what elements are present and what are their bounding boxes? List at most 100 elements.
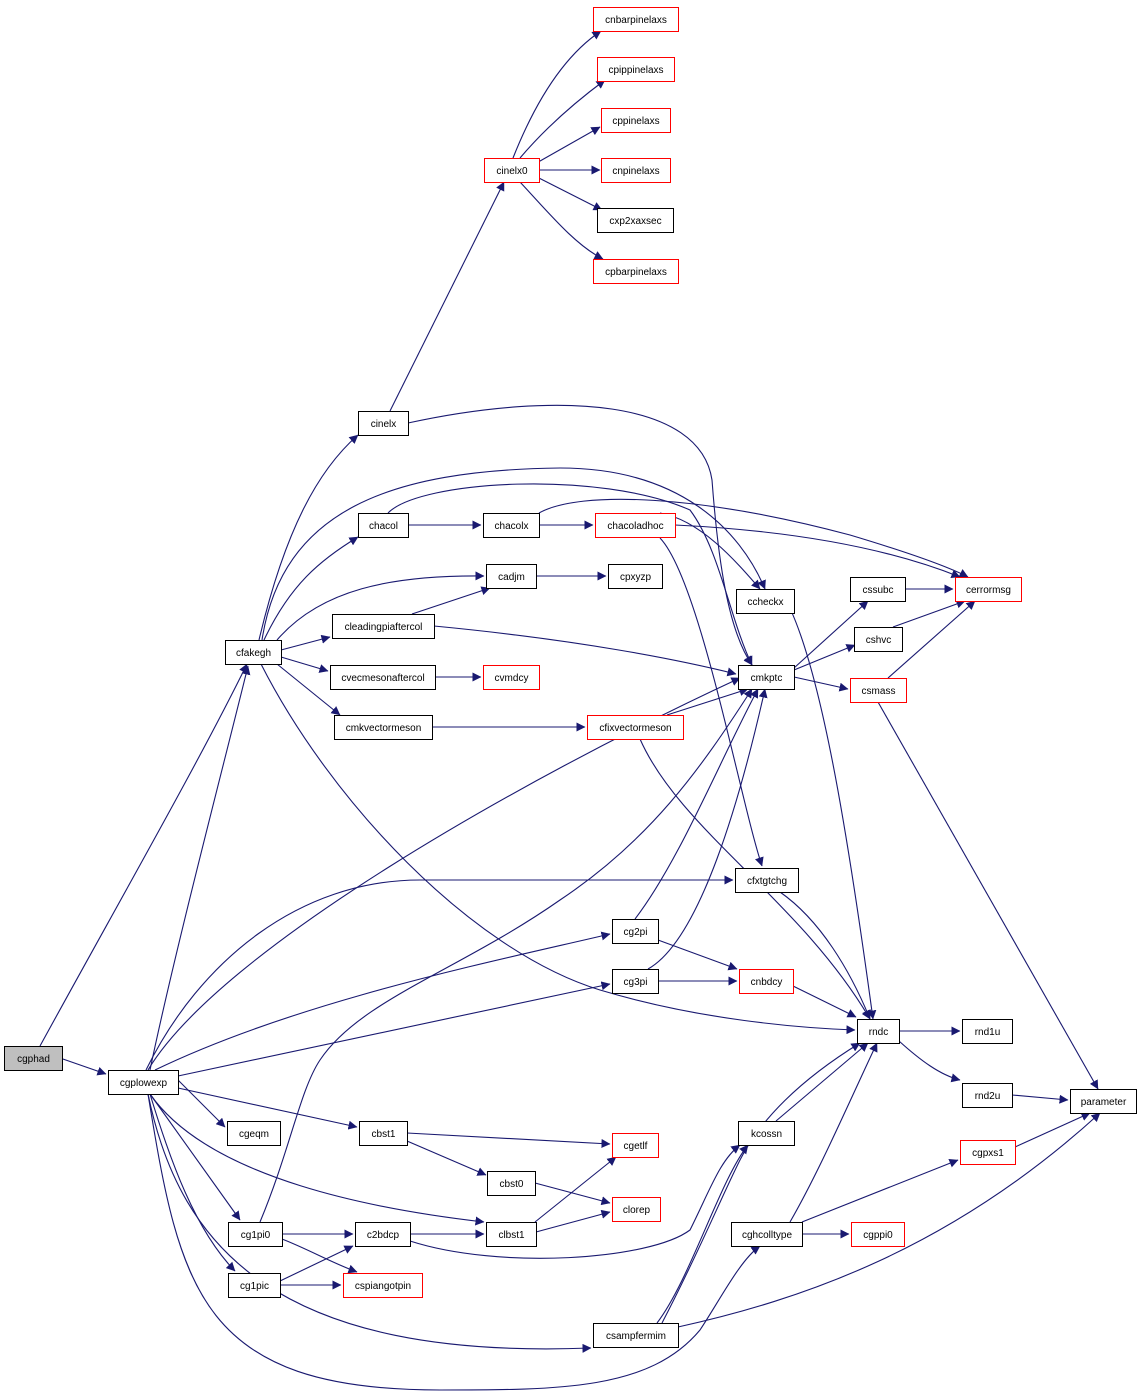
node-cbst1[interactable]: cbst1 [359,1121,408,1146]
node-cinelx[interactable]: cinelx [358,411,409,436]
node-box[interactable] [612,1133,659,1158]
node-cgeqm[interactable]: cgeqm [227,1121,281,1146]
node-box[interactable] [857,1019,900,1044]
node-box[interactable] [486,564,537,589]
node-box[interactable] [225,640,282,665]
node-box[interactable] [601,108,671,133]
node-cg1pi0[interactable]: cg1pi0 [228,1222,283,1247]
node-ccheckx[interactable]: ccheckx [736,589,795,614]
node-box[interactable] [593,1323,679,1348]
node-rnd2u[interactable]: rnd2u [962,1083,1013,1108]
node-cfixvectormeson[interactable]: cfixvectormeson [587,715,684,740]
node-box[interactable] [334,715,433,740]
node-cxp2xaxsec[interactable]: cxp2xaxsec [597,208,674,233]
node-box[interactable] [955,577,1022,602]
node-cleadingpiaftercol[interactable]: cleadingpiaftercol [332,614,435,639]
node-box[interactable] [731,1222,803,1247]
node-box[interactable] [595,513,676,538]
node-cfxtgtchg[interactable]: cfxtgtchg [735,868,799,893]
node-box[interactable] [739,969,794,994]
node-parameter[interactable]: parameter [1070,1089,1137,1114]
node-csampfermim[interactable]: csampfermim [593,1323,679,1348]
node-clbst1[interactable]: clbst1 [486,1222,537,1247]
node-cpbarpinelaxs[interactable]: cpbarpinelaxs [593,259,679,284]
node-box[interactable] [228,1273,281,1298]
node-box[interactable] [735,868,799,893]
node-box[interactable] [343,1273,423,1298]
node-box[interactable] [850,577,906,602]
node-box[interactable] [962,1083,1013,1108]
node-cerrormsg[interactable]: cerrormsg [955,577,1022,602]
node-cnbdcy[interactable]: cnbdcy [739,969,794,994]
node-box[interactable] [228,1222,283,1247]
node-csmass[interactable]: csmass [850,678,907,703]
node-cppinelaxs[interactable]: cppinelaxs [601,108,671,133]
node-rndc[interactable]: rndc [857,1019,900,1044]
node-cvecmesonaftercol[interactable]: cvecmesonaftercol [330,665,436,690]
node-box[interactable] [4,1046,63,1071]
node-cnbarpinelaxs[interactable]: cnbarpinelaxs [593,7,679,32]
node-cshvc[interactable]: cshvc [854,627,903,652]
node-box[interactable] [608,564,663,589]
node-cbst0[interactable]: cbst0 [487,1171,536,1196]
node-chacol[interactable]: chacol [358,513,409,538]
node-box[interactable] [601,158,671,183]
node-box[interactable] [612,1197,661,1222]
node-box[interactable] [358,513,409,538]
node-cg2pi[interactable]: cg2pi [612,919,659,944]
node-box[interactable] [593,7,679,32]
node-box[interactable] [593,259,679,284]
node-cgppi0[interactable]: cgppi0 [851,1222,905,1247]
node-cfakegh[interactable]: cfakegh [225,640,282,665]
node-kcossn[interactable]: kcossn [738,1121,795,1146]
node-box[interactable] [962,1019,1013,1044]
node-box[interactable] [612,969,659,994]
node-cssubc[interactable]: cssubc [850,577,906,602]
node-box[interactable] [738,665,795,690]
node-box[interactable] [358,411,409,436]
node-box[interactable] [332,614,435,639]
node-cgpxs1[interactable]: cgpxs1 [960,1140,1016,1165]
node-box[interactable] [851,1222,905,1247]
node-cpippinelaxs[interactable]: cpippinelaxs [597,57,675,82]
node-box[interactable] [736,589,795,614]
node-box[interactable] [854,627,903,652]
node-box[interactable] [587,715,684,740]
node-box[interactable] [738,1121,795,1146]
node-cgetlf[interactable]: cgetlf [612,1133,659,1158]
node-box[interactable] [483,665,540,690]
node-c2bdcp[interactable]: c2bdcp [355,1222,411,1247]
node-cghcolltype[interactable]: cghcolltype [731,1222,803,1247]
node-cmkptc[interactable]: cmkptc [738,665,795,690]
node-cpxyzp[interactable]: cpxyzp [608,564,663,589]
node-cadjm[interactable]: cadjm [486,564,537,589]
node-box[interactable] [330,665,436,690]
node-box[interactable] [483,513,540,538]
node-box[interactable] [487,1171,536,1196]
node-box[interactable] [484,158,540,183]
node-cvmdcy[interactable]: cvmdcy [483,665,540,690]
node-box[interactable] [1070,1089,1137,1114]
node-cg3pi[interactable]: cg3pi [612,969,659,994]
node-box[interactable] [612,919,659,944]
node-box[interactable] [486,1222,537,1247]
node-box[interactable] [597,57,675,82]
node-box[interactable] [597,208,674,233]
node-rnd1u[interactable]: rnd1u [962,1019,1013,1044]
node-cg1pic[interactable]: cg1pic [228,1273,281,1298]
node-chacoladhoc[interactable]: chacoladhoc [595,513,676,538]
node-cinelx0[interactable]: cinelx0 [484,158,540,183]
node-box[interactable] [227,1121,281,1146]
node-box[interactable] [850,678,907,703]
node-cmkvectormeson[interactable]: cmkvectormeson [334,715,433,740]
node-box[interactable] [960,1140,1016,1165]
node-clorep[interactable]: clorep [612,1197,661,1222]
node-box[interactable] [108,1070,179,1095]
node-cgplowexp[interactable]: cgplowexp [108,1070,179,1095]
node-cnpinelaxs[interactable]: cnpinelaxs [601,158,671,183]
node-box[interactable] [359,1121,408,1146]
node-box[interactable] [355,1222,411,1247]
node-chacolx[interactable]: chacolx [483,513,540,538]
node-cgphad[interactable]: cgphad [4,1046,63,1071]
node-cspiangotpin[interactable]: cspiangotpin [343,1273,423,1298]
